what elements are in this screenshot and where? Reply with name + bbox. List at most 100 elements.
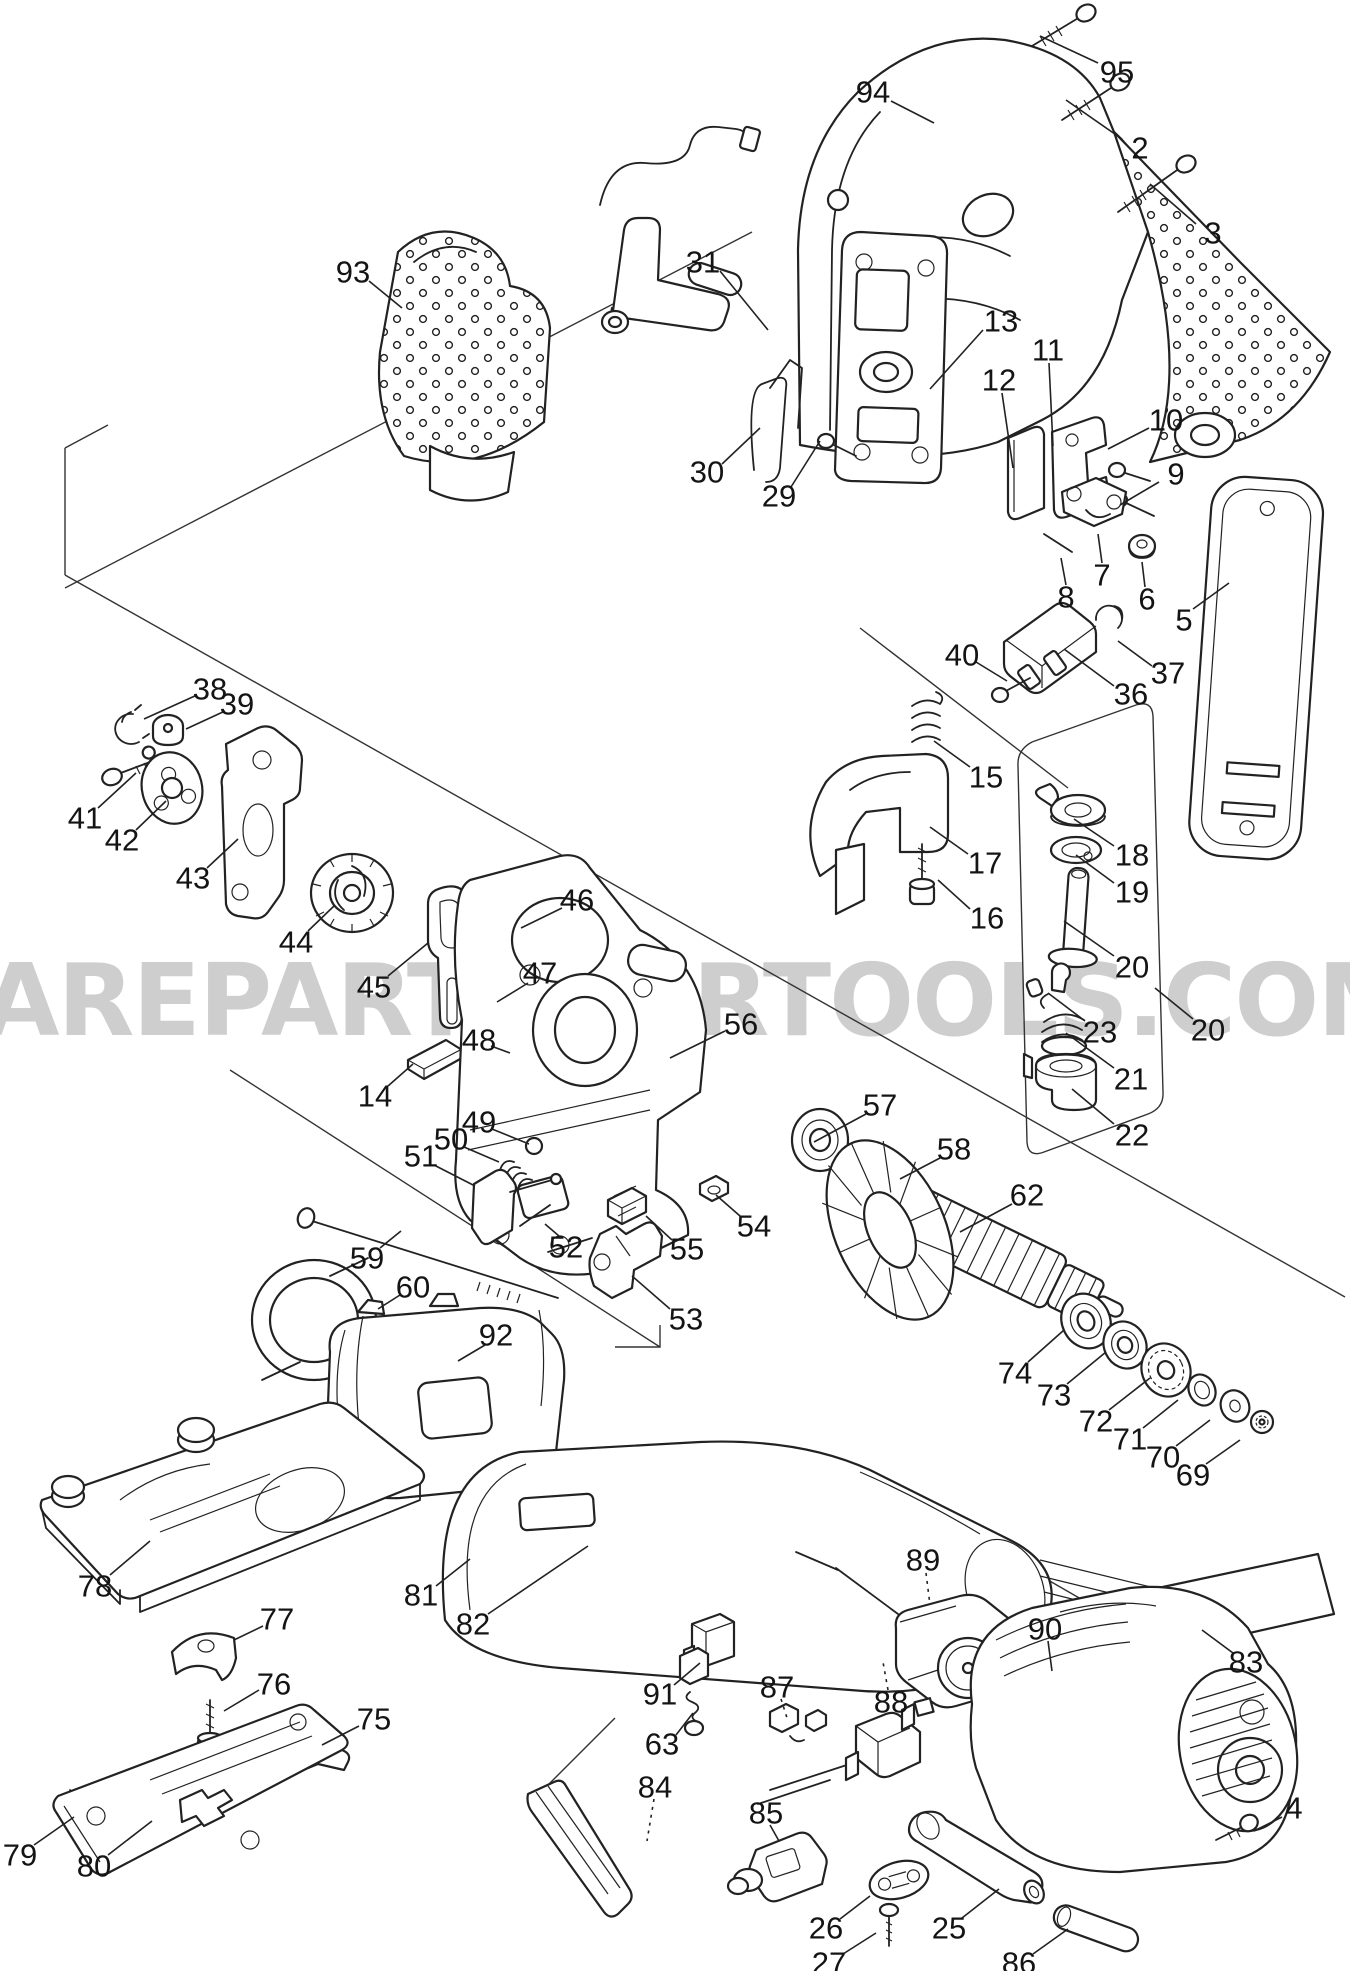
leader-line-25-80 xyxy=(961,1888,1000,1919)
part-15-spring xyxy=(911,691,944,743)
leader-line-58-32 xyxy=(899,1157,941,1180)
part-label-22-29: 22 xyxy=(1115,1118,1149,1153)
part-label-5-16: 5 xyxy=(1175,603,1192,638)
leader-line-13-6 xyxy=(929,329,984,390)
leader-line-39-41 xyxy=(185,710,226,730)
leader-line-19-24 xyxy=(1075,854,1115,884)
leader-line-3-2 xyxy=(1149,183,1197,225)
leader-line-38-40 xyxy=(143,694,198,720)
leader-line-72-36 xyxy=(1108,1377,1151,1411)
leader-line-95-0 xyxy=(1039,35,1099,64)
leader-line-78-61 xyxy=(109,1540,151,1576)
part-label-45-46: 45 xyxy=(357,970,391,1005)
leader-line-29-12 xyxy=(790,440,821,488)
part-40-screw xyxy=(990,677,1031,704)
part-70-washer xyxy=(1219,1389,1251,1423)
part-label-85-77: 85 xyxy=(749,1796,783,1831)
part-43-plate xyxy=(220,725,304,920)
part-label-56-30: 56 xyxy=(724,1007,758,1042)
leader-line-75-64 xyxy=(321,1725,360,1746)
part-85-switch xyxy=(726,1831,828,1903)
part-label-19-24: 19 xyxy=(1115,875,1149,910)
part-label-95-0: 95 xyxy=(1100,55,1134,90)
leader-line-82-68 xyxy=(487,1545,589,1615)
leader-line-5-16 xyxy=(1192,582,1230,610)
part-5-gasket xyxy=(1188,475,1325,861)
part-label-87-70: 87 xyxy=(760,1670,794,1705)
part-label-92-60: 92 xyxy=(479,1318,513,1353)
leader-line-79-65 xyxy=(33,1816,75,1846)
part-label-48-49: 48 xyxy=(462,1023,496,1058)
part-label-7-14: 7 xyxy=(1093,558,1110,593)
leader-line-49-51 xyxy=(491,1128,530,1145)
part-label-10-9: 10 xyxy=(1149,403,1183,438)
part-38-ring xyxy=(114,704,150,745)
part-29-screw xyxy=(816,432,857,457)
leader-line-44-45 xyxy=(307,905,335,932)
part-label-58-32: 58 xyxy=(937,1132,971,1167)
part-label-88-72: 88 xyxy=(874,1685,908,1720)
part-label-79-65: 79 xyxy=(3,1838,37,1873)
part-71-ring xyxy=(1187,1373,1217,1407)
part-label-54-56: 54 xyxy=(737,1209,771,1244)
part-74-bearing xyxy=(1060,1292,1112,1350)
leader-lines xyxy=(33,35,1283,1955)
part-label-16-22: 16 xyxy=(970,901,1004,936)
part-39-sleeve xyxy=(151,713,185,747)
part-labels: 9523943193131211109302987654037361517161… xyxy=(3,55,1303,1971)
part-53-holder xyxy=(547,1221,664,1300)
leader-line-73-35 xyxy=(1066,1351,1107,1385)
leader-line-16-22 xyxy=(937,879,971,910)
part-label-30-11: 30 xyxy=(690,455,724,490)
part-label-14-50: 14 xyxy=(358,1079,392,1114)
leader-line-47-48 xyxy=(496,982,529,1003)
part-label-26-78: 26 xyxy=(809,1911,843,1946)
part-26-plate xyxy=(868,1859,930,1901)
part-label-20-26: 20 xyxy=(1191,1013,1225,1048)
leader-line-12-7 xyxy=(1001,392,1014,469)
part-7-bracket xyxy=(1060,476,1128,528)
leader-line-45-46 xyxy=(387,942,429,977)
part-2-screw xyxy=(1061,72,1131,121)
part-label-2-1: 2 xyxy=(1131,131,1148,166)
part-10-screw xyxy=(1107,461,1151,482)
part-14-cushion xyxy=(406,1038,464,1081)
part-label-27-79: 27 xyxy=(812,1946,846,1971)
part-label-40-17: 40 xyxy=(945,638,979,673)
part-41-screw xyxy=(101,761,151,787)
part-label-53-57: 53 xyxy=(669,1302,703,1337)
part-44-gear xyxy=(309,852,395,934)
part-label-91-69: 91 xyxy=(643,1677,677,1712)
part-label-94-3: 94 xyxy=(856,75,890,110)
part-80-cover-plate xyxy=(52,1703,349,1876)
leader-line-83-75 xyxy=(1201,1629,1234,1654)
part-88-holder-unit xyxy=(757,1702,922,1805)
leader-line-10-9 xyxy=(1107,427,1150,450)
part-51-plunger xyxy=(470,1168,563,1246)
part-label-57-31: 57 xyxy=(863,1088,897,1123)
part-label-86-81: 86 xyxy=(1002,1946,1036,1971)
part-label-29-12: 29 xyxy=(762,479,796,514)
part-label-20-25: 20 xyxy=(1115,950,1149,985)
part-6-bushing xyxy=(1127,533,1157,559)
leader-line-48-49 xyxy=(490,1045,511,1054)
leader-line-4-82 xyxy=(1253,1816,1283,1832)
part-label-59-58: 59 xyxy=(350,1241,384,1276)
part-label-90-74: 90 xyxy=(1028,1612,1062,1647)
leader-line-6-15 xyxy=(1141,561,1146,588)
part-37-clip xyxy=(1095,604,1124,629)
leader-line-21-28 xyxy=(1065,1032,1115,1069)
part-label-43-44: 43 xyxy=(176,861,210,896)
leader-line-74-34 xyxy=(1027,1329,1065,1363)
part-50-spring xyxy=(499,1160,533,1189)
leader-line-9-10 xyxy=(1119,481,1160,506)
part-label-9-10: 9 xyxy=(1167,457,1184,492)
leader-line-26-78 xyxy=(839,1895,871,1920)
part-86-tube xyxy=(1052,1904,1140,1953)
leader-line-55-55 xyxy=(645,1215,673,1241)
leader-line-60-59 xyxy=(377,1294,401,1310)
part-label-15-20: 15 xyxy=(969,760,1003,795)
part-59-screw xyxy=(296,1207,559,1304)
part-label-31-4: 31 xyxy=(686,245,720,280)
leader-line-51-53 xyxy=(433,1164,476,1187)
